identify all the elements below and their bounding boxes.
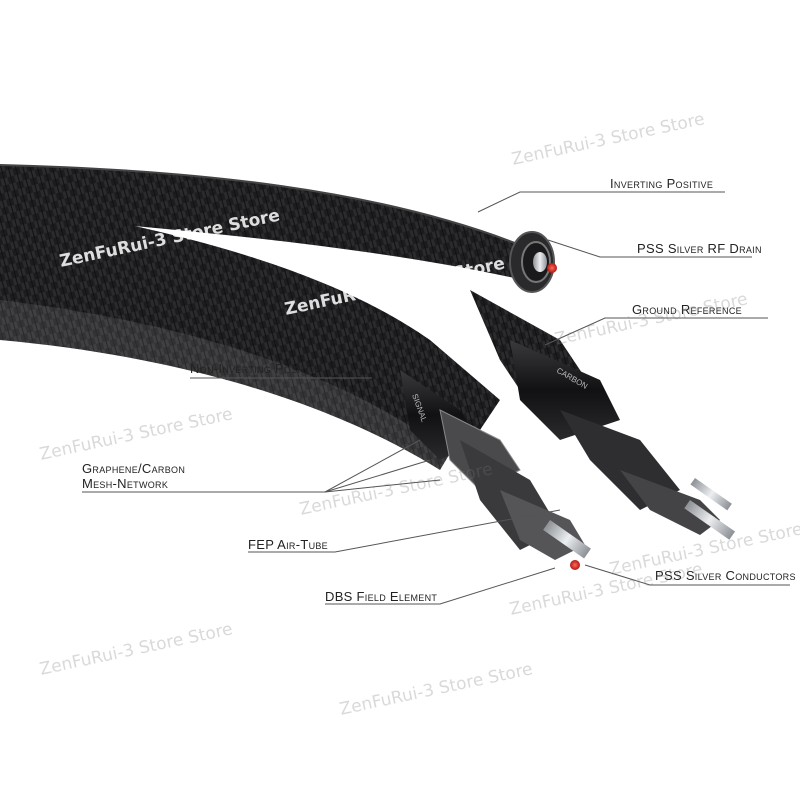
label-non-inverting-positive: Non-Inverting Positive (190, 361, 322, 376)
callout-ground-reference (544, 317, 768, 346)
red-tip-lower (570, 560, 580, 570)
label-fep-air-tube: FEP Air-Tube (248, 537, 328, 552)
callout-dbs-field-element (325, 567, 556, 605)
label-graphene-carbon: Graphene/Carbon Mesh-Network (82, 461, 185, 491)
label-inverting-positive: Inverting Positive (610, 176, 714, 191)
callout-fep-air-tube (248, 509, 561, 553)
lower-cable (0, 200, 500, 470)
label-pss-silver-conductors: PSS Silver Conductors (655, 568, 796, 583)
upper-cable (0, 164, 557, 293)
signal-branch: SIGNAL (370, 320, 591, 570)
callout-pss-silver-rf-drain (547, 239, 752, 258)
red-tip-upper (547, 263, 557, 273)
callout-pss-silver-conductors (584, 564, 790, 586)
label-graphene-carbon-line2: Mesh-Network (82, 476, 169, 491)
label-graphene-carbon-line1: Graphene/Carbon (82, 461, 186, 476)
label-dbs-field-element: DBS Field Element (325, 589, 438, 604)
ground-reference-branch: CARBON (470, 290, 736, 540)
callout-graphene-2 (324, 459, 431, 493)
callout-lines (82, 191, 790, 605)
callout-graphene-3 (324, 479, 441, 493)
callout-inverting-positive (477, 191, 725, 213)
label-ground-reference: Ground Reference (632, 302, 742, 317)
label-pss-silver-rf-drain: PSS Silver RF Drain (637, 241, 762, 256)
